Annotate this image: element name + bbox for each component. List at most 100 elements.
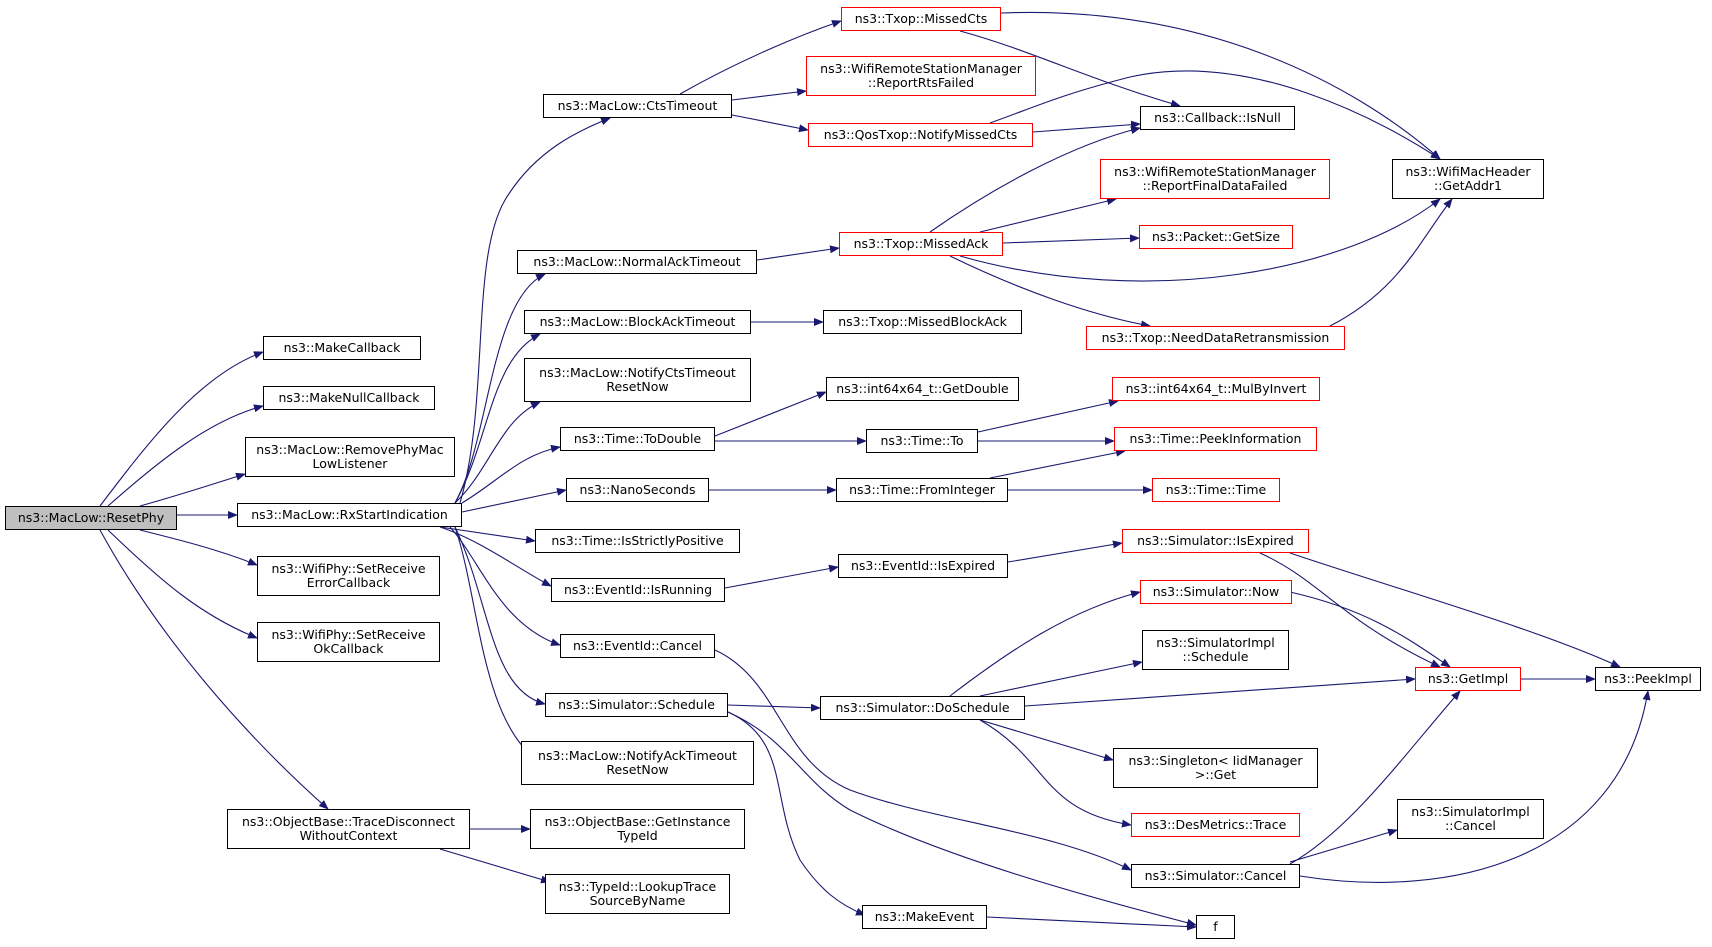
node-getdouble[interactable]: ns3::int64x64_t::GetDouble xyxy=(826,377,1019,401)
node-singletonget[interactable]: ns3::Singleton< IidManager >::Get xyxy=(1113,748,1318,788)
node-missedack[interactable]: ns3::Txop::MissedAck xyxy=(839,232,1003,256)
edge-rx-notifyctstimeout xyxy=(454,401,541,504)
node-isstrictlypositive[interactable]: ns3::Time::IsStrictlyPositive xyxy=(535,529,740,553)
edge-rx-isrunning xyxy=(439,526,552,587)
edge-missedack-packetgetsize xyxy=(1002,234,1140,244)
node-simisexpired[interactable]: ns3::Simulator::IsExpired xyxy=(1122,529,1309,553)
node-makenullcallback[interactable]: ns3::MakeNullCallback xyxy=(263,386,435,410)
edge-rx-isstrictlypositive xyxy=(439,526,536,544)
node-setreceiveerrorcallback[interactable]: ns3::WifiPhy::SetReceive ErrorCallback xyxy=(257,556,440,596)
node-packetgetsize[interactable]: ns3::Packet::GetSize xyxy=(1139,225,1293,249)
edge-simschedule-makeevent xyxy=(727,711,866,916)
node-resetphy: ns3::MacLow::ResetPhy xyxy=(5,506,177,530)
node-simnow[interactable]: ns3::Simulator::Now xyxy=(1140,580,1292,604)
edge-simcancel-implcancel xyxy=(1289,828,1398,863)
edge-resetphy-setreceiveerrorcallback xyxy=(139,529,258,566)
node-todouble[interactable]: ns3::Time::ToDouble xyxy=(560,427,715,451)
node-mulbyinvert[interactable]: ns3::int64x64_t::MulByInvert xyxy=(1112,377,1320,401)
edge-resetphy-makecallback xyxy=(99,351,264,507)
node-nanoseconds[interactable]: ns3::NanoSeconds xyxy=(566,478,709,502)
edge-isexpired-simisexpired xyxy=(1007,540,1123,563)
edge-todouble-getdouble xyxy=(714,391,827,437)
node-notifymissedcts[interactable]: ns3::QosTxop::NotifyMissedCts xyxy=(808,123,1033,147)
edge-ctstimeout-missedcts xyxy=(679,20,842,95)
node-eventcancel[interactable]: ns3::EventId::Cancel xyxy=(560,634,715,658)
node-notifyctstimeout[interactable]: ns3::MacLow::NotifyCtsTimeout ResetNow xyxy=(524,358,751,402)
node-peekimpl[interactable]: ns3::PeekImpl xyxy=(1595,667,1701,691)
edge-rx-ctstimeout xyxy=(459,117,611,504)
edge-resetphy-removephymaclowlistener xyxy=(139,472,246,507)
node-missedcts[interactable]: ns3::Txop::MissedCts xyxy=(841,7,1001,31)
edge-simschedule-doschedule xyxy=(727,703,821,712)
node-peekinformation[interactable]: ns3::Time::PeekInformation xyxy=(1114,427,1317,451)
edge-missedack-getaddr1 xyxy=(959,198,1441,282)
node-blockacktimeout[interactable]: ns3::MacLow::BlockAckTimeout xyxy=(524,310,751,334)
edge-missedack-needdataretransmission xyxy=(949,255,1151,329)
node-isexpired[interactable]: ns3::EventId::IsExpired xyxy=(838,554,1008,578)
node-reportfinaldatafailed[interactable]: ns3::WifiRemoteStationManager ::ReportFi… xyxy=(1100,159,1330,199)
node-rxstartindication[interactable]: ns3::MacLow::RxStartIndication xyxy=(237,503,462,527)
edge-rx-todouble xyxy=(461,444,561,504)
edge-trace-lookuptrace xyxy=(439,848,551,884)
node-frominteger[interactable]: ns3::Time::FromInteger xyxy=(836,478,1008,502)
edge-rx-normalacktimeout xyxy=(454,273,546,504)
node-desmetricstrace[interactable]: ns3::DesMetrics::Trace xyxy=(1131,813,1300,837)
node-lookuptrace[interactable]: ns3::TypeId::LookupTrace SourceByName xyxy=(545,874,730,914)
node-getaddr1[interactable]: ns3::WifiMacHeader ::GetAddr1 xyxy=(1392,159,1544,199)
edge-ctstimeout-reportrtsfailed xyxy=(731,88,807,101)
edge-missedcts-callbackisnull xyxy=(959,30,1181,108)
node-timeto[interactable]: ns3::Time::To xyxy=(866,429,978,453)
node-makecallback[interactable]: ns3::MakeCallback xyxy=(263,336,421,360)
edge-needdataretransmission-getaddr1 xyxy=(1329,198,1453,327)
edge-normalacktimeout-missedack xyxy=(756,245,840,261)
edge-rx-blockacktimeout xyxy=(454,333,541,504)
edge-makeevent-f xyxy=(986,916,1197,931)
node-implcancel[interactable]: ns3::SimulatorImpl ::Cancel xyxy=(1397,799,1544,839)
edge-missedcts-getaddr1 xyxy=(1000,11,1441,160)
node-normalacktimeout[interactable]: ns3::MacLow::NormalAckTimeout xyxy=(517,250,757,274)
edge-isrunning-isexpired xyxy=(724,564,839,589)
node-ctstimeout[interactable]: ns3::MacLow::CtsTimeout xyxy=(543,94,732,118)
edge-missedack-reportfinaldatafailed xyxy=(979,197,1117,233)
edge-simschedule-f xyxy=(727,711,1197,927)
edge-doschedule-implschedule xyxy=(979,659,1143,697)
node-tracedisconnect[interactable]: ns3::ObjectBase::TraceDisconnect Without… xyxy=(227,809,470,849)
node-isrunning[interactable]: ns3::EventId::IsRunning xyxy=(551,578,725,602)
node-callbackisnull[interactable]: ns3::Callback::IsNull xyxy=(1140,106,1295,130)
edge-simisexpired-peekimpl xyxy=(1289,552,1621,668)
edge-simnow-getimpl xyxy=(1289,591,1451,668)
node-timetime[interactable]: ns3::Time::Time xyxy=(1152,478,1280,502)
node-simcancel[interactable]: ns3::Simulator::Cancel xyxy=(1131,864,1300,888)
edge-missedack-callbackisnull xyxy=(929,126,1141,233)
node-doschedule[interactable]: ns3::Simulator::DoSchedule xyxy=(820,696,1025,720)
node-missedblockack[interactable]: ns3::Txop::MissedBlockAck xyxy=(823,310,1022,334)
node-f[interactable]: f xyxy=(1196,915,1235,939)
edge-ctstimeout-notifymissedcts xyxy=(731,114,809,133)
edge-resetphy-tracedisconnect xyxy=(99,529,329,810)
edge-doschedule-singletonget xyxy=(979,719,1114,762)
node-getinstancetypeid[interactable]: ns3::ObjectBase::GetInstance TypeId xyxy=(530,809,745,849)
edge-notifymissedcts-callbackisnull xyxy=(1032,120,1141,133)
node-removephymaclowlistener[interactable]: ns3::MacLow::RemovePhyMac LowListener xyxy=(245,437,455,477)
edge-frominteger-peekinformation xyxy=(989,448,1126,479)
edge-doschedule-simnow xyxy=(949,590,1141,697)
edge-simcancel-getimpl xyxy=(1289,690,1461,865)
edge-timeto-mulbyinvert xyxy=(977,399,1119,433)
node-needdataretransmission[interactable]: ns3::Txop::NeedDataRetransmission xyxy=(1086,326,1345,350)
edge-eventcancel-simcancel xyxy=(714,649,1132,871)
edge-rx-nanoseconds xyxy=(461,487,567,513)
node-makeevent[interactable]: ns3::MakeEvent xyxy=(862,905,987,929)
node-getimpl[interactable]: ns3::GetImpl xyxy=(1415,667,1521,691)
node-simschedule[interactable]: ns3::Simulator::Schedule xyxy=(545,693,728,717)
node-implschedule[interactable]: ns3::SimulatorImpl ::Schedule xyxy=(1142,630,1289,670)
edge-resetphy-setreceiveokcallback xyxy=(107,529,258,639)
node-reportrtsfailed[interactable]: ns3::WifiRemoteStationManager ::ReportRt… xyxy=(806,56,1036,96)
edge-notifymissedcts-getaddr1 xyxy=(989,70,1441,160)
node-notifyacktimeout[interactable]: ns3::MacLow::NotifyAckTimeout ResetNow xyxy=(521,741,754,785)
node-setreceiveokcallback[interactable]: ns3::WifiPhy::SetReceive OkCallback xyxy=(257,622,440,662)
edge-rx-simschedule xyxy=(454,526,546,706)
edge-doschedule-desmetricstrace xyxy=(979,719,1132,828)
edge-resetphy-makenullcallback xyxy=(107,404,264,507)
edge-simcancel-peekimpl xyxy=(1299,690,1651,883)
